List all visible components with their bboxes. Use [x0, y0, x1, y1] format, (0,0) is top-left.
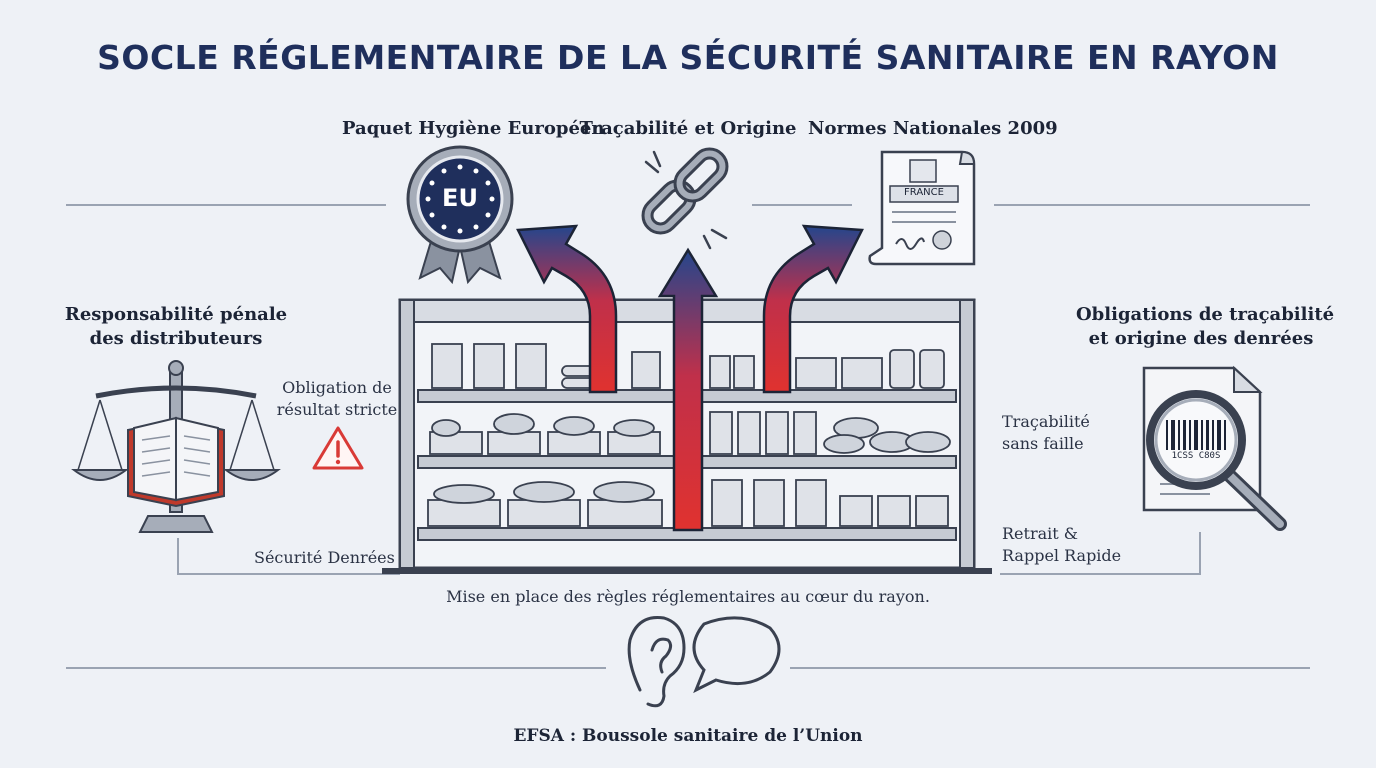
ear-speech-icon — [627, 615, 781, 708]
note-retrait-line1: Retrait & — [1002, 524, 1079, 543]
note-obligation-line2: résultat stricte — [276, 400, 398, 419]
france-document-icon — [868, 150, 976, 266]
divider-lines — [66, 204, 1310, 669]
note-obligation-line1: Obligation de — [282, 378, 392, 397]
france-badge-text: FRANCE — [904, 187, 944, 198]
note-retrait-line2: Rappel Rapide — [1002, 546, 1122, 565]
barcode-text: 1CSS C80S — [1171, 451, 1221, 461]
chain-link-icon — [641, 147, 729, 250]
label-normes-nationales: Normes Nationales 2009 — [808, 118, 1058, 139]
left-heading-line1: Responsabilité pénale — [64, 304, 288, 325]
upward-arrows — [516, 224, 864, 532]
label-securite-denrees: Sécurité Denrées — [254, 548, 395, 567]
warning-icon — [312, 426, 364, 470]
footer-efsa: EFSA : Boussole sanitaire de l’Union — [513, 726, 863, 746]
right-heading-line2: et origine des denrées — [1088, 328, 1314, 349]
label-eu-hygiene: Paquet Hygiène Européen — [342, 118, 605, 139]
caption: Mise en place des règles réglementaires … — [446, 587, 930, 606]
page-title: SOCLE RÉGLEMENTAIRE DE LA SÉCURITÉ SANIT… — [97, 38, 1279, 77]
barcode-magnifier-icon — [1142, 365, 1287, 531]
note-tracabilite-line1: Traçabilité — [1002, 412, 1090, 431]
note-tracabilite-line2: sans faille — [1002, 434, 1084, 453]
eu-seal-icon — [406, 145, 514, 285]
label-tracabilite-origine: Traçabilité et Origine — [579, 118, 797, 139]
left-heading-line2: des distributeurs — [89, 328, 263, 349]
right-heading-line1: Obligations de traçabilité — [1076, 304, 1335, 325]
scales-book-icon — [71, 360, 281, 533]
eu-badge-text: EU — [442, 184, 478, 212]
